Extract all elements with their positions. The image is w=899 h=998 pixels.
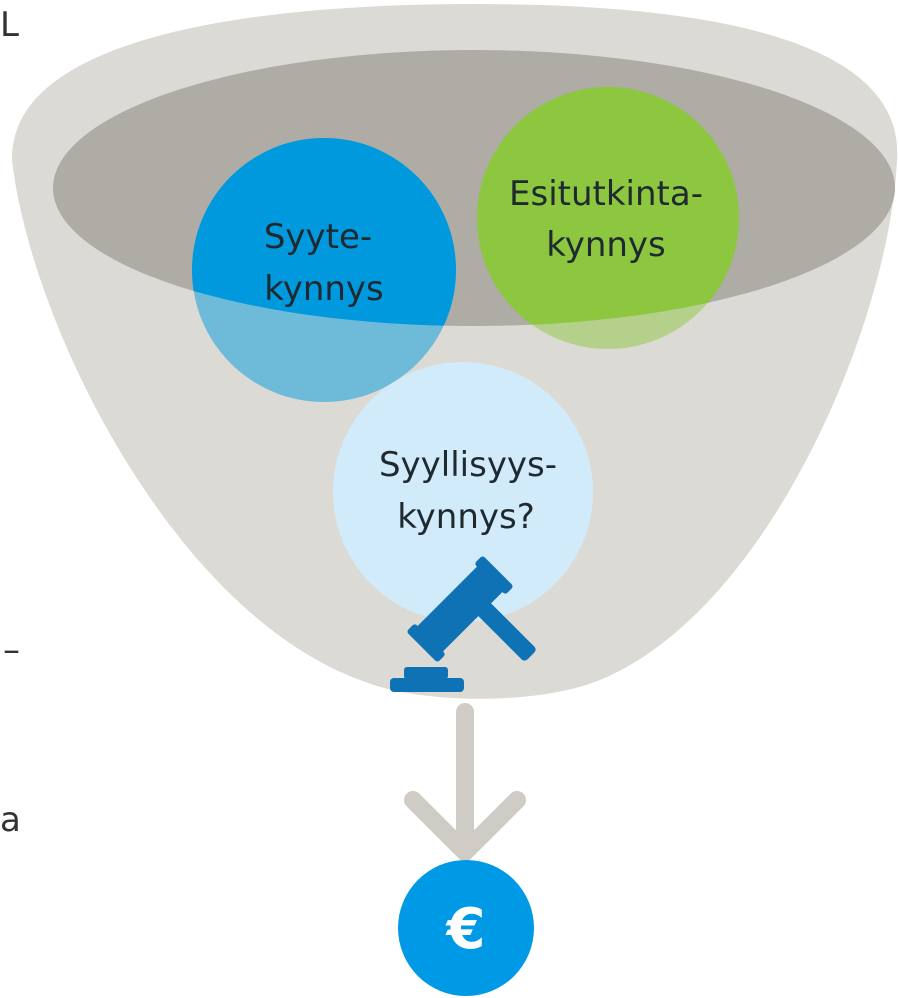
syyllisyys-label-line2: kynnys? [397, 497, 535, 537]
gavel-icon [390, 556, 536, 692]
syyte-label-line2: kynnys [264, 269, 384, 309]
esitutkinta-label-line1: Esitutkinta- [509, 174, 703, 214]
euro-icon: € [398, 860, 534, 996]
syyllisyys-label-line1: Syyllisyys- [379, 445, 557, 485]
circle-syyllisyys-bg [333, 362, 593, 622]
arrow-down-icon [404, 703, 526, 861]
esitutkinta-label-line2: kynnys [546, 225, 666, 265]
syyte-label-line1: Syyte- [264, 217, 372, 257]
euro-symbol: € [445, 897, 486, 962]
text-fragment-top: L [0, 5, 19, 45]
circle-esitutkinta-upper [477, 87, 739, 326]
text-fragment-bottom: a [0, 800, 21, 840]
circle-syyte: Syyte- kynnys [192, 138, 456, 402]
euro-badge-circle [398, 860, 534, 996]
circle-syyllisyys: Syyllisyys- kynnys? [333, 362, 593, 622]
circle-syyte-upper [192, 138, 456, 326]
circle-esitutkinta: Esitutkinta- kynnys [477, 87, 739, 349]
text-fragment-dash: – [3, 630, 20, 670]
funnel-inner-bowl [53, 50, 895, 326]
